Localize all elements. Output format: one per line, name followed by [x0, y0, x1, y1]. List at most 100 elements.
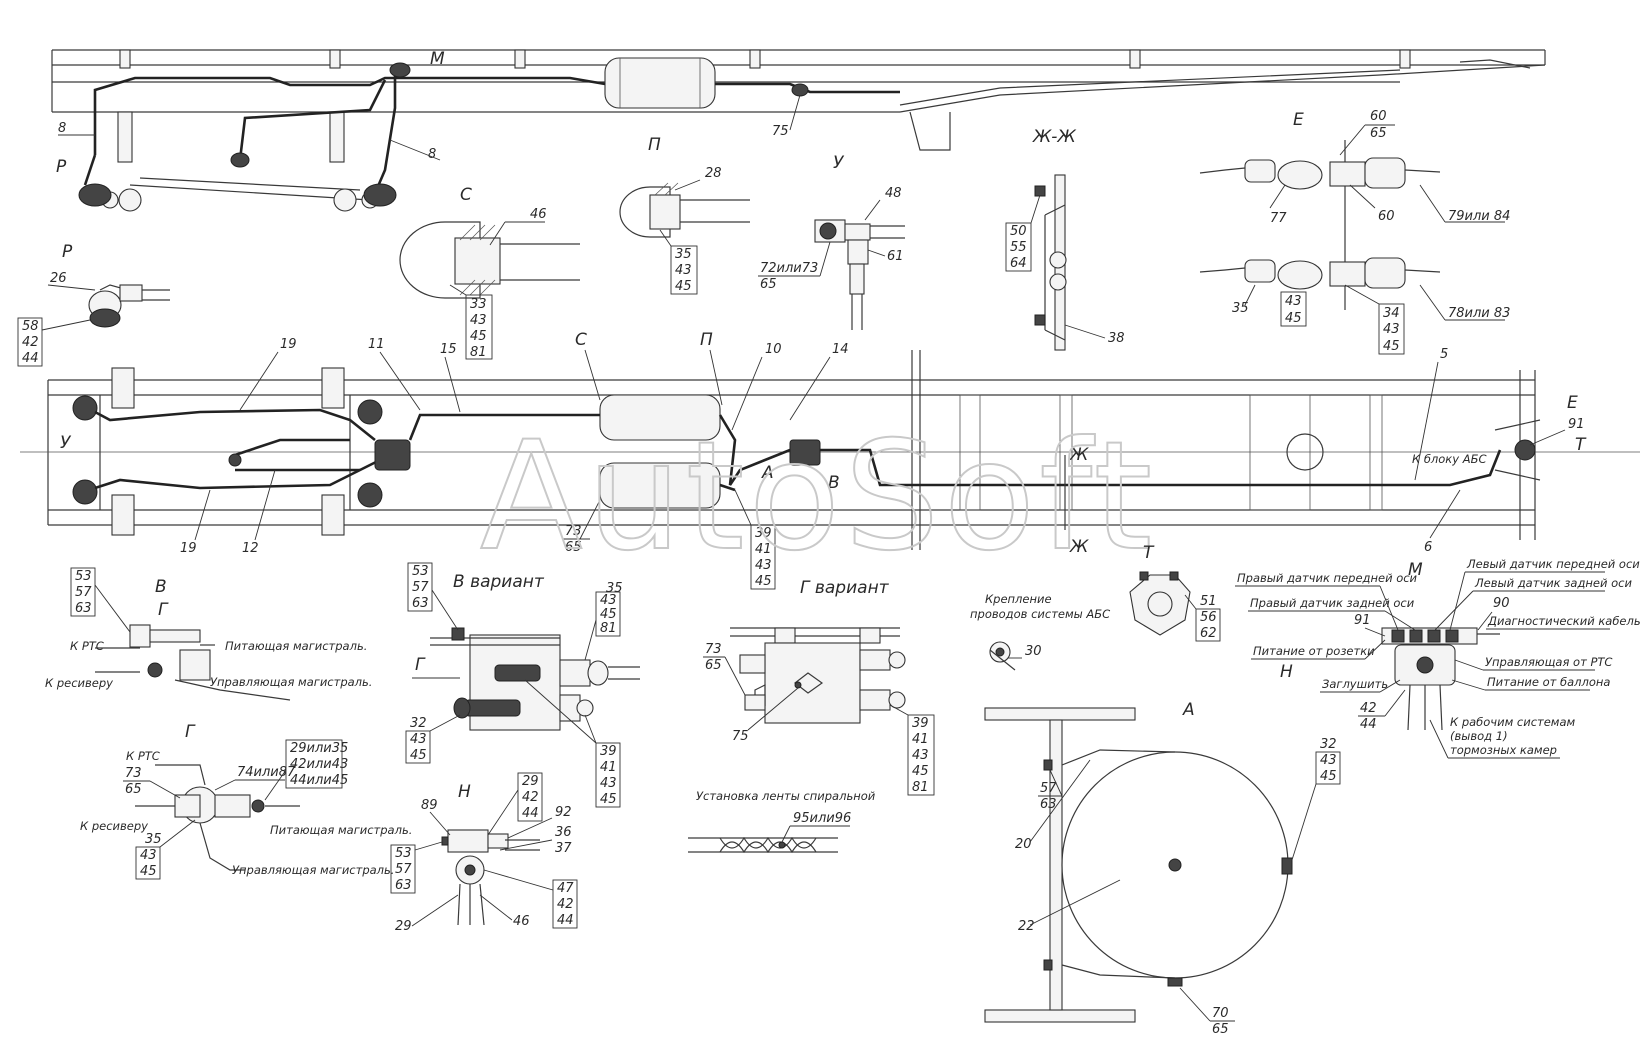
abs-wiring-clamp — [989, 641, 1016, 671]
note-control-main: Управляющая магистраль. — [210, 675, 372, 689]
callout-57d: 57 — [1040, 781, 1057, 796]
callout-45j: 45 — [140, 864, 157, 879]
callout-29c: 29 — [395, 919, 412, 934]
callout-57a: 57 — [75, 585, 92, 600]
callout-75b: 75 — [732, 729, 749, 744]
note-abs-wiring2: проводов системы АБС — [970, 607, 1110, 621]
note-output1: (вывод 1) — [1450, 729, 1508, 743]
detail-G — [135, 764, 300, 871]
callout-32a: 32 — [410, 716, 427, 731]
watermark: AutoSoft — [480, 410, 1156, 584]
label-E: Е — [1293, 110, 1304, 130]
label-U: У — [833, 153, 845, 173]
callout-70: 70 — [1212, 1006, 1229, 1021]
callout-43i: 43 — [912, 748, 929, 763]
callout-60b: 60 — [1378, 209, 1395, 224]
side-frame-view — [51, 49, 1546, 212]
note-control-main2: Управляющая магистраль. — [232, 863, 394, 877]
detail-G-variant — [730, 627, 906, 724]
callout-63d: 63 — [1040, 797, 1057, 812]
callout-10: 10 — [765, 342, 782, 357]
callout-91a: 91 — [1568, 417, 1585, 432]
label-G-arrow: Г — [158, 600, 169, 620]
note-right-rear: Правый датчик задней оси — [1250, 596, 1415, 610]
callout-75: 75 — [772, 124, 789, 139]
callout-63a: 63 — [75, 601, 92, 616]
callout-35d: 35 — [145, 832, 162, 847]
label-H: Н — [1280, 662, 1293, 682]
callout-44b: 44 — [1360, 717, 1377, 732]
callout-41b: 41 — [600, 760, 617, 775]
plan-view-frame — [20, 350, 1640, 550]
callout-58: 58 — [22, 319, 39, 334]
callout-44a: 44 — [22, 351, 39, 366]
callout-81a: 81 — [470, 345, 487, 360]
note-to-receiver: К ресиверу — [45, 676, 113, 690]
callout-45b: 45 — [470, 329, 487, 344]
callout-57b: 57 — [412, 580, 429, 595]
label-G: Г — [185, 722, 196, 742]
callout-39c: 39 — [912, 716, 929, 731]
note-to-rts: К РТС — [70, 639, 104, 653]
callout-42a: 42 — [22, 335, 39, 350]
callout-11: 11 — [368, 337, 385, 352]
callout-41c: 41 — [912, 732, 929, 747]
detail-P-left — [88, 284, 170, 328]
note-feed-main: Питающая магистраль. — [225, 639, 367, 653]
label-M-top: М — [430, 49, 445, 69]
callout-43k: 43 — [1320, 753, 1337, 768]
callout-63b: 63 — [412, 596, 429, 611]
callout-77: 77 — [1270, 211, 1287, 226]
label-A-arrow: А — [761, 463, 774, 483]
detail-ZhZh — [1034, 174, 1067, 351]
note-left-rear: Левый датчик задней оси — [1474, 576, 1632, 590]
callout-56: 56 — [1200, 610, 1217, 625]
callout-47: 47 — [557, 881, 574, 896]
detail-M — [1381, 627, 1500, 731]
callout-55: 55 — [1010, 240, 1027, 255]
callout-65e: 65 — [125, 782, 142, 797]
callout-30: 30 — [1025, 644, 1042, 659]
label-P-left: Р — [62, 242, 73, 262]
label-B-arrow: В — [828, 473, 840, 493]
label-P-top: Р — [56, 157, 67, 177]
callout-45f: 45 — [600, 607, 617, 622]
callout-43b: 43 — [470, 313, 487, 328]
callout-35a: 35 — [675, 247, 692, 262]
note-left-front: Левый датчик передней оси — [1466, 557, 1640, 571]
callout-37: 37 — [555, 841, 572, 856]
note-cyl-power: Питание от баллона — [1487, 675, 1610, 689]
air-receiver-side — [604, 57, 716, 109]
callout-45e: 45 — [755, 574, 772, 589]
label-Ul: У — [60, 433, 72, 453]
callout-41a: 41 — [755, 542, 772, 557]
callout-42c: 42или43 — [290, 757, 348, 772]
callout-43c: 43 — [1285, 294, 1302, 309]
note-socket-power: Питание от розетки — [1253, 644, 1375, 658]
note-abs-wiring: Крепление — [985, 592, 1052, 606]
callout-63c: 63 — [395, 878, 412, 893]
callout-50: 50 — [1010, 224, 1027, 239]
note-spiral: Установка ленты спиральной — [696, 789, 876, 803]
note-control-rts: Управляющая от РТС — [1485, 655, 1612, 669]
note-abs-block: К блоку АБС — [1412, 452, 1487, 466]
callout-34: 34 — [1383, 306, 1400, 321]
callout-89: 89 — [421, 798, 438, 813]
label-ZhZh: Ж-Ж — [1032, 127, 1076, 147]
callout-44d: 44 — [522, 806, 539, 821]
callout-72: 72или73 — [760, 261, 818, 276]
detail-E — [1199, 140, 1441, 310]
callout-44c: 44или45 — [290, 773, 348, 788]
callout-65d: 65 — [705, 658, 722, 673]
label-Zh1: Ж — [1069, 445, 1089, 465]
note-to-rts2: К РТС — [126, 749, 160, 763]
callout-38: 38 — [1108, 331, 1125, 346]
detail-U — [814, 219, 905, 330]
note-plug: Заглушить — [1322, 677, 1388, 691]
note-right-front: Правый датчик передней оси — [1237, 571, 1418, 585]
detail-T — [1129, 571, 1191, 636]
callout-45a: 45 — [675, 279, 692, 294]
callout-42d: 42 — [522, 790, 539, 805]
callout-48: 48 — [885, 186, 902, 201]
callout-43a: 43 — [675, 263, 692, 278]
